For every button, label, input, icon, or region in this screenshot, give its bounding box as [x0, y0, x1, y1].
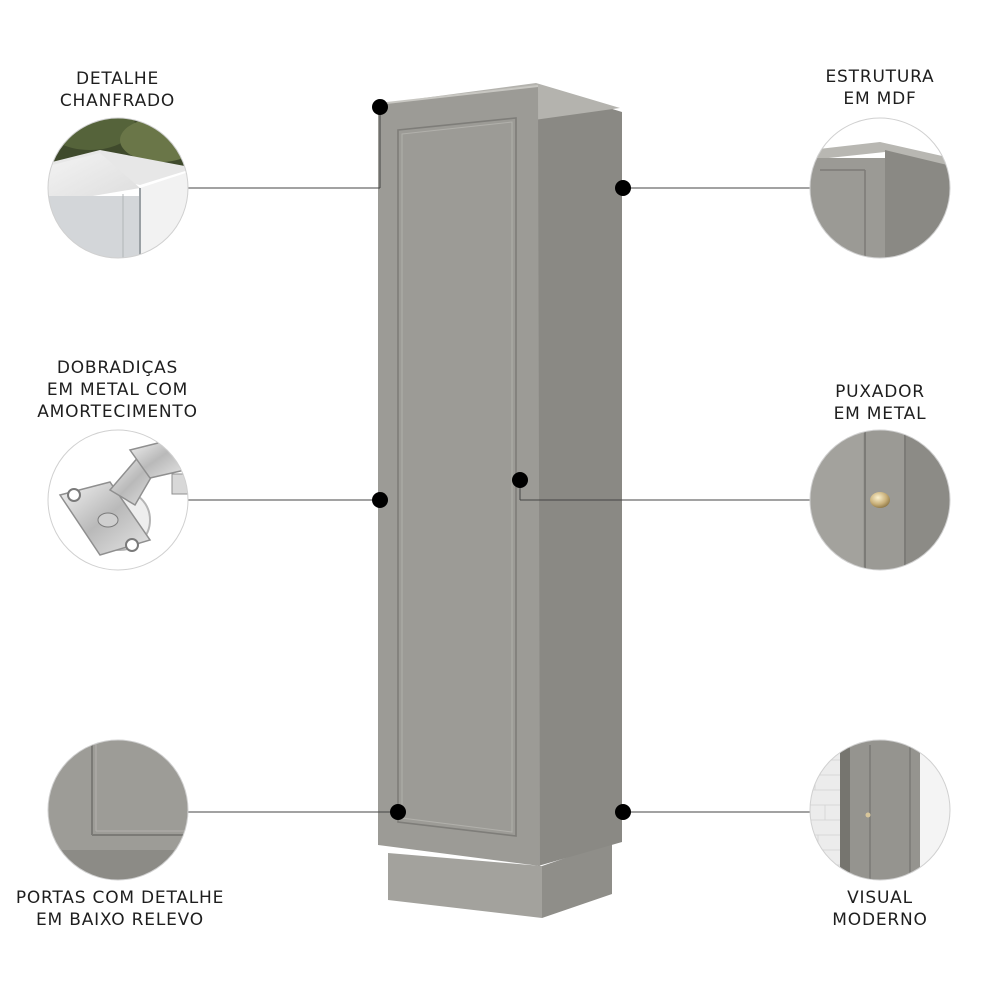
detail-visual-image [809, 739, 951, 881]
marker-chanfrado [372, 99, 388, 115]
cabinet [377, 83, 622, 918]
detail-portas-image [47, 739, 189, 881]
door-recessed-panel [397, 117, 517, 837]
callout-dobradicas-label: DOBRADIÇAS EM METAL COM AMORTECIMENTO [5, 357, 230, 423]
callout-portas-line1: PORTAS COM DETALHE [15, 888, 225, 908]
detail-chanfrado-image [47, 117, 189, 259]
cabinet-plinth-side [542, 842, 612, 918]
cabinet-door [378, 86, 540, 866]
callout-estrutura-line1: ESTRUTURA [825, 67, 935, 87]
callout-estrutura-line2: EM MDF [843, 89, 917, 109]
callout-visual-label: VISUAL MODERNO [795, 887, 965, 931]
door-recessed-panel-inner [401, 121, 513, 833]
cabinet-side-panel [538, 86, 622, 866]
callout-puxador-label: PUXADOR EM METAL [795, 381, 965, 425]
chamfer-edge [377, 85, 539, 105]
callout-dobradicas-line1: DOBRADIÇAS [56, 358, 179, 378]
marker-dots [372, 99, 631, 820]
detail-puxador-image [809, 429, 951, 571]
callout-portas-line2: EM BAIXO RELEVO [36, 910, 204, 930]
callout-estrutura-label: ESTRUTURA EM MDF [785, 66, 975, 110]
marker-estrutura [615, 180, 631, 196]
cabinet-plinth [388, 853, 542, 918]
callout-puxador-line2: EM METAL [833, 404, 927, 424]
detail-dobradicas-image [47, 429, 189, 571]
marker-dobradicas [372, 492, 388, 508]
callout-portas-label: PORTAS COM DETALHE EM BAIXO RELEVO [0, 887, 240, 931]
leader-lines [188, 107, 810, 813]
callout-puxador-line1: PUXADOR [835, 382, 925, 402]
callout-visual-line1: VISUAL [847, 888, 913, 908]
callout-chanfrado-line2: CHANFRADO [59, 91, 176, 111]
callout-chanfrado-line1: DETALHE [75, 69, 160, 89]
callout-chanfrado-label: DETALHE CHANFRADO [30, 68, 205, 112]
detail-estrutura-image [809, 117, 951, 259]
marker-puxador [512, 472, 528, 488]
callout-dobradicas-line3: AMORTECIMENTO [37, 402, 198, 422]
callout-dobradicas-line2: EM METAL COM [46, 380, 189, 400]
marker-visual [615, 804, 631, 820]
callout-visual-line2: MODERNO [832, 910, 928, 930]
marker-portas [390, 804, 406, 820]
